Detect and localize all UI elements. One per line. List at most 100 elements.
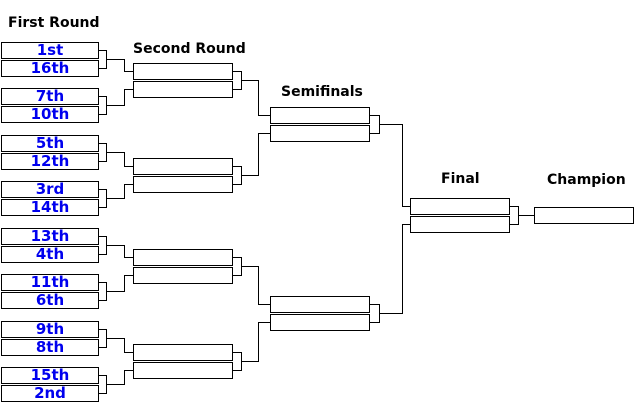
seed-label: 6th [35,291,65,309]
connector-line [402,224,403,314]
second-round-box [133,267,233,284]
semifinal-box [270,107,370,124]
pair-connector [99,189,107,208]
champion-box [534,207,634,224]
pair-connector [233,352,242,371]
connector-line [258,304,270,305]
connector-line [258,133,259,176]
seed-box-10th: 10th [1,106,99,123]
pair-connector [370,115,380,134]
second-round-box [133,362,233,379]
connector-line [124,338,125,353]
connector-line [402,124,403,207]
pair-connector [99,375,107,394]
round-label-final: Final [441,171,480,187]
seed-box-8th: 8th [1,339,99,356]
seed-label: 5th [35,134,65,152]
connector-line [124,89,134,90]
pair-connector [370,304,380,323]
second-round-box [133,344,233,361]
semifinal-box [270,314,370,331]
connector-line [519,215,534,216]
connector-line [124,257,134,258]
seed-label: 3rd [35,180,65,198]
seed-box-5th: 5th [1,135,99,152]
round-label-first-round: First Round [8,15,100,31]
seed-box-14th: 14th [1,199,99,216]
seed-label: 15th [30,366,70,384]
pair-connector [99,143,107,162]
seed-label: 11th [30,273,70,291]
seed-label: 9th [35,320,65,338]
connector-line [258,266,259,305]
connector-line [124,370,134,371]
connector-line [258,80,259,116]
seed-box-9th: 9th [1,321,99,338]
connector-line [124,71,134,72]
seed-label: 2nd [34,384,66,402]
connector-line [402,206,410,207]
seed-box-12th: 12th [1,153,99,170]
connector-line [380,124,402,125]
second-round-box [133,63,233,80]
connector-line [124,245,125,258]
connector-line [124,184,134,185]
second-round-box [133,176,233,193]
round-label-semifinals: Semifinals [281,84,363,100]
connector-line [107,105,124,106]
connector-line [107,198,124,199]
round-label-second-round: Second Round [133,41,246,57]
pair-connector [99,96,107,115]
seed-box-1st: 1st [1,42,99,59]
semifinal-box [270,125,370,142]
connector-line [107,59,124,60]
pair-connector [233,257,242,276]
seed-label: 8th [35,338,65,356]
seed-label: 14th [30,198,70,216]
seed-label: 12th [30,152,70,170]
connector-line [258,115,270,116]
pair-connector [99,282,107,301]
seed-box-11th: 11th [1,274,99,291]
final-box [410,198,510,215]
pair-connector [99,236,107,255]
connector-line [242,175,258,176]
second-round-box [133,81,233,98]
seed-label: 7th [35,87,65,105]
seed-box-3rd: 3rd [1,181,99,198]
connector-line [242,266,258,267]
connector-line [258,133,270,134]
connector-line [242,80,258,81]
connector-line [124,59,125,72]
connector-line [124,184,125,199]
connector-line [124,166,134,167]
connector-line [380,313,402,314]
connector-line [124,352,134,353]
connector-line [124,370,125,385]
connector-line [107,152,124,153]
seed-label: 13th [30,227,70,245]
pair-connector [99,50,107,69]
pair-connector [233,71,242,90]
connector-line [124,152,125,167]
pair-connector [233,166,242,185]
pair-connector [510,206,519,225]
seed-box-2nd: 2nd [1,385,99,402]
seed-box-15th: 15th [1,367,99,384]
connector-line [258,322,259,362]
seed-box-7th: 7th [1,88,99,105]
seed-label: 10th [30,105,70,123]
connector-line [258,322,270,323]
seed-box-16th: 16th [1,60,99,77]
pair-connector [99,329,107,348]
semifinal-box [270,296,370,313]
second-round-box [133,158,233,175]
seed-box-4th: 4th [1,246,99,263]
connector-line [124,89,125,106]
connector-line [107,291,124,292]
connector-line [124,275,134,276]
connector-line [107,384,124,385]
second-round-box [133,249,233,266]
seed-box-6th: 6th [1,292,99,309]
connector-line [107,245,124,246]
